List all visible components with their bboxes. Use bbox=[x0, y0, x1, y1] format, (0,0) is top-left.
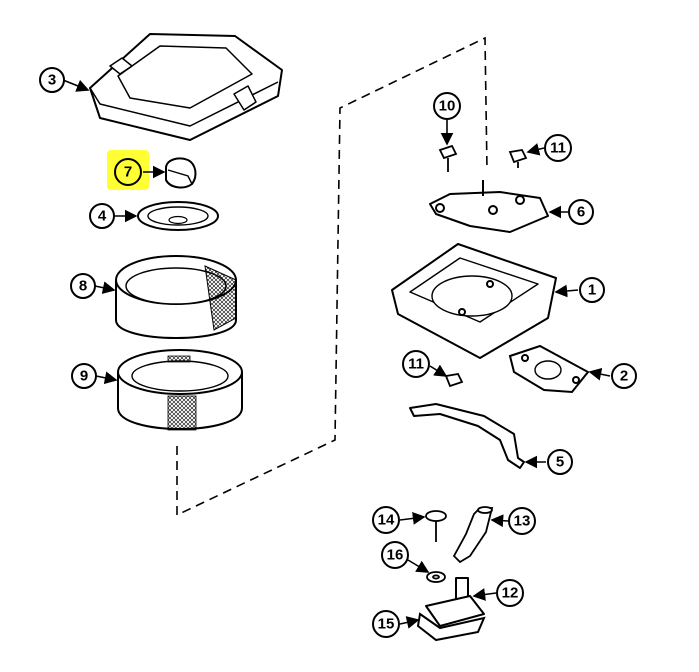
callout-7: 7 bbox=[114, 158, 142, 186]
callout-6: 6 bbox=[568, 199, 594, 225]
part-seal bbox=[137, 201, 219, 231]
part-filter-element bbox=[117, 349, 243, 431]
callout-4: 4 bbox=[89, 203, 115, 229]
leader-lines bbox=[62, 79, 611, 629]
callout-6-label: 6 bbox=[577, 204, 585, 221]
part-nut-lower bbox=[444, 373, 464, 388]
part-screw bbox=[425, 510, 447, 542]
callout-11-lower: 11 bbox=[402, 350, 430, 378]
callout-3-label: 3 bbox=[48, 72, 56, 89]
callout-12: 12 bbox=[496, 579, 524, 607]
callout-11-lower-label: 11 bbox=[408, 356, 424, 373]
callout-10: 10 bbox=[433, 92, 461, 120]
callout-12-label: 12 bbox=[502, 585, 519, 602]
callout-14-label: 15 bbox=[378, 616, 395, 633]
part-cover bbox=[89, 33, 283, 141]
callout-13-label: 13 bbox=[514, 513, 531, 530]
callout-5: 5 bbox=[547, 449, 573, 475]
callout-15: 14 bbox=[372, 506, 400, 534]
callout-10-label: 10 bbox=[439, 98, 456, 115]
part-grommet bbox=[426, 571, 446, 583]
part-support-strap bbox=[409, 403, 525, 469]
callout-2: 2 bbox=[611, 363, 637, 389]
callout-14: 15 bbox=[372, 610, 400, 638]
part-wing-nut bbox=[165, 157, 197, 189]
part-gasket bbox=[508, 344, 590, 394]
callout-1-label: 1 bbox=[588, 282, 596, 299]
callout-16-label: 16 bbox=[387, 547, 404, 564]
callout-9: 9 bbox=[71, 363, 97, 389]
part-breather bbox=[425, 577, 485, 627]
callouts: 3 7 4 8 9 10 11 6 1 2 11 5 14 13 16 12 1… bbox=[39, 67, 637, 638]
callout-16: 16 bbox=[381, 541, 409, 569]
callout-3: 3 bbox=[39, 67, 65, 93]
assembly-boundary bbox=[176, 36, 488, 517]
callout-2-label: 2 bbox=[620, 368, 628, 385]
callout-8-label: 8 bbox=[79, 278, 87, 295]
part-nut-upper bbox=[508, 149, 528, 168]
part-breather-tube bbox=[452, 506, 494, 564]
callout-8: 8 bbox=[70, 273, 96, 299]
callout-11-upper: 11 bbox=[544, 134, 572, 162]
callout-9-label: 9 bbox=[80, 368, 88, 385]
callout-7-label: 7 bbox=[124, 164, 132, 181]
part-bolt bbox=[438, 144, 458, 172]
callout-4-label: 4 bbox=[98, 208, 107, 225]
part-precleaner bbox=[115, 255, 237, 339]
callout-5-label: 5 bbox=[556, 454, 564, 471]
callout-15-label: 14 bbox=[378, 512, 395, 529]
part-base bbox=[391, 243, 557, 359]
part-bracket bbox=[429, 180, 549, 233]
callout-13: 13 bbox=[508, 507, 536, 535]
callout-11-upper-label: 11 bbox=[550, 140, 566, 157]
callout-1: 1 bbox=[579, 277, 605, 303]
